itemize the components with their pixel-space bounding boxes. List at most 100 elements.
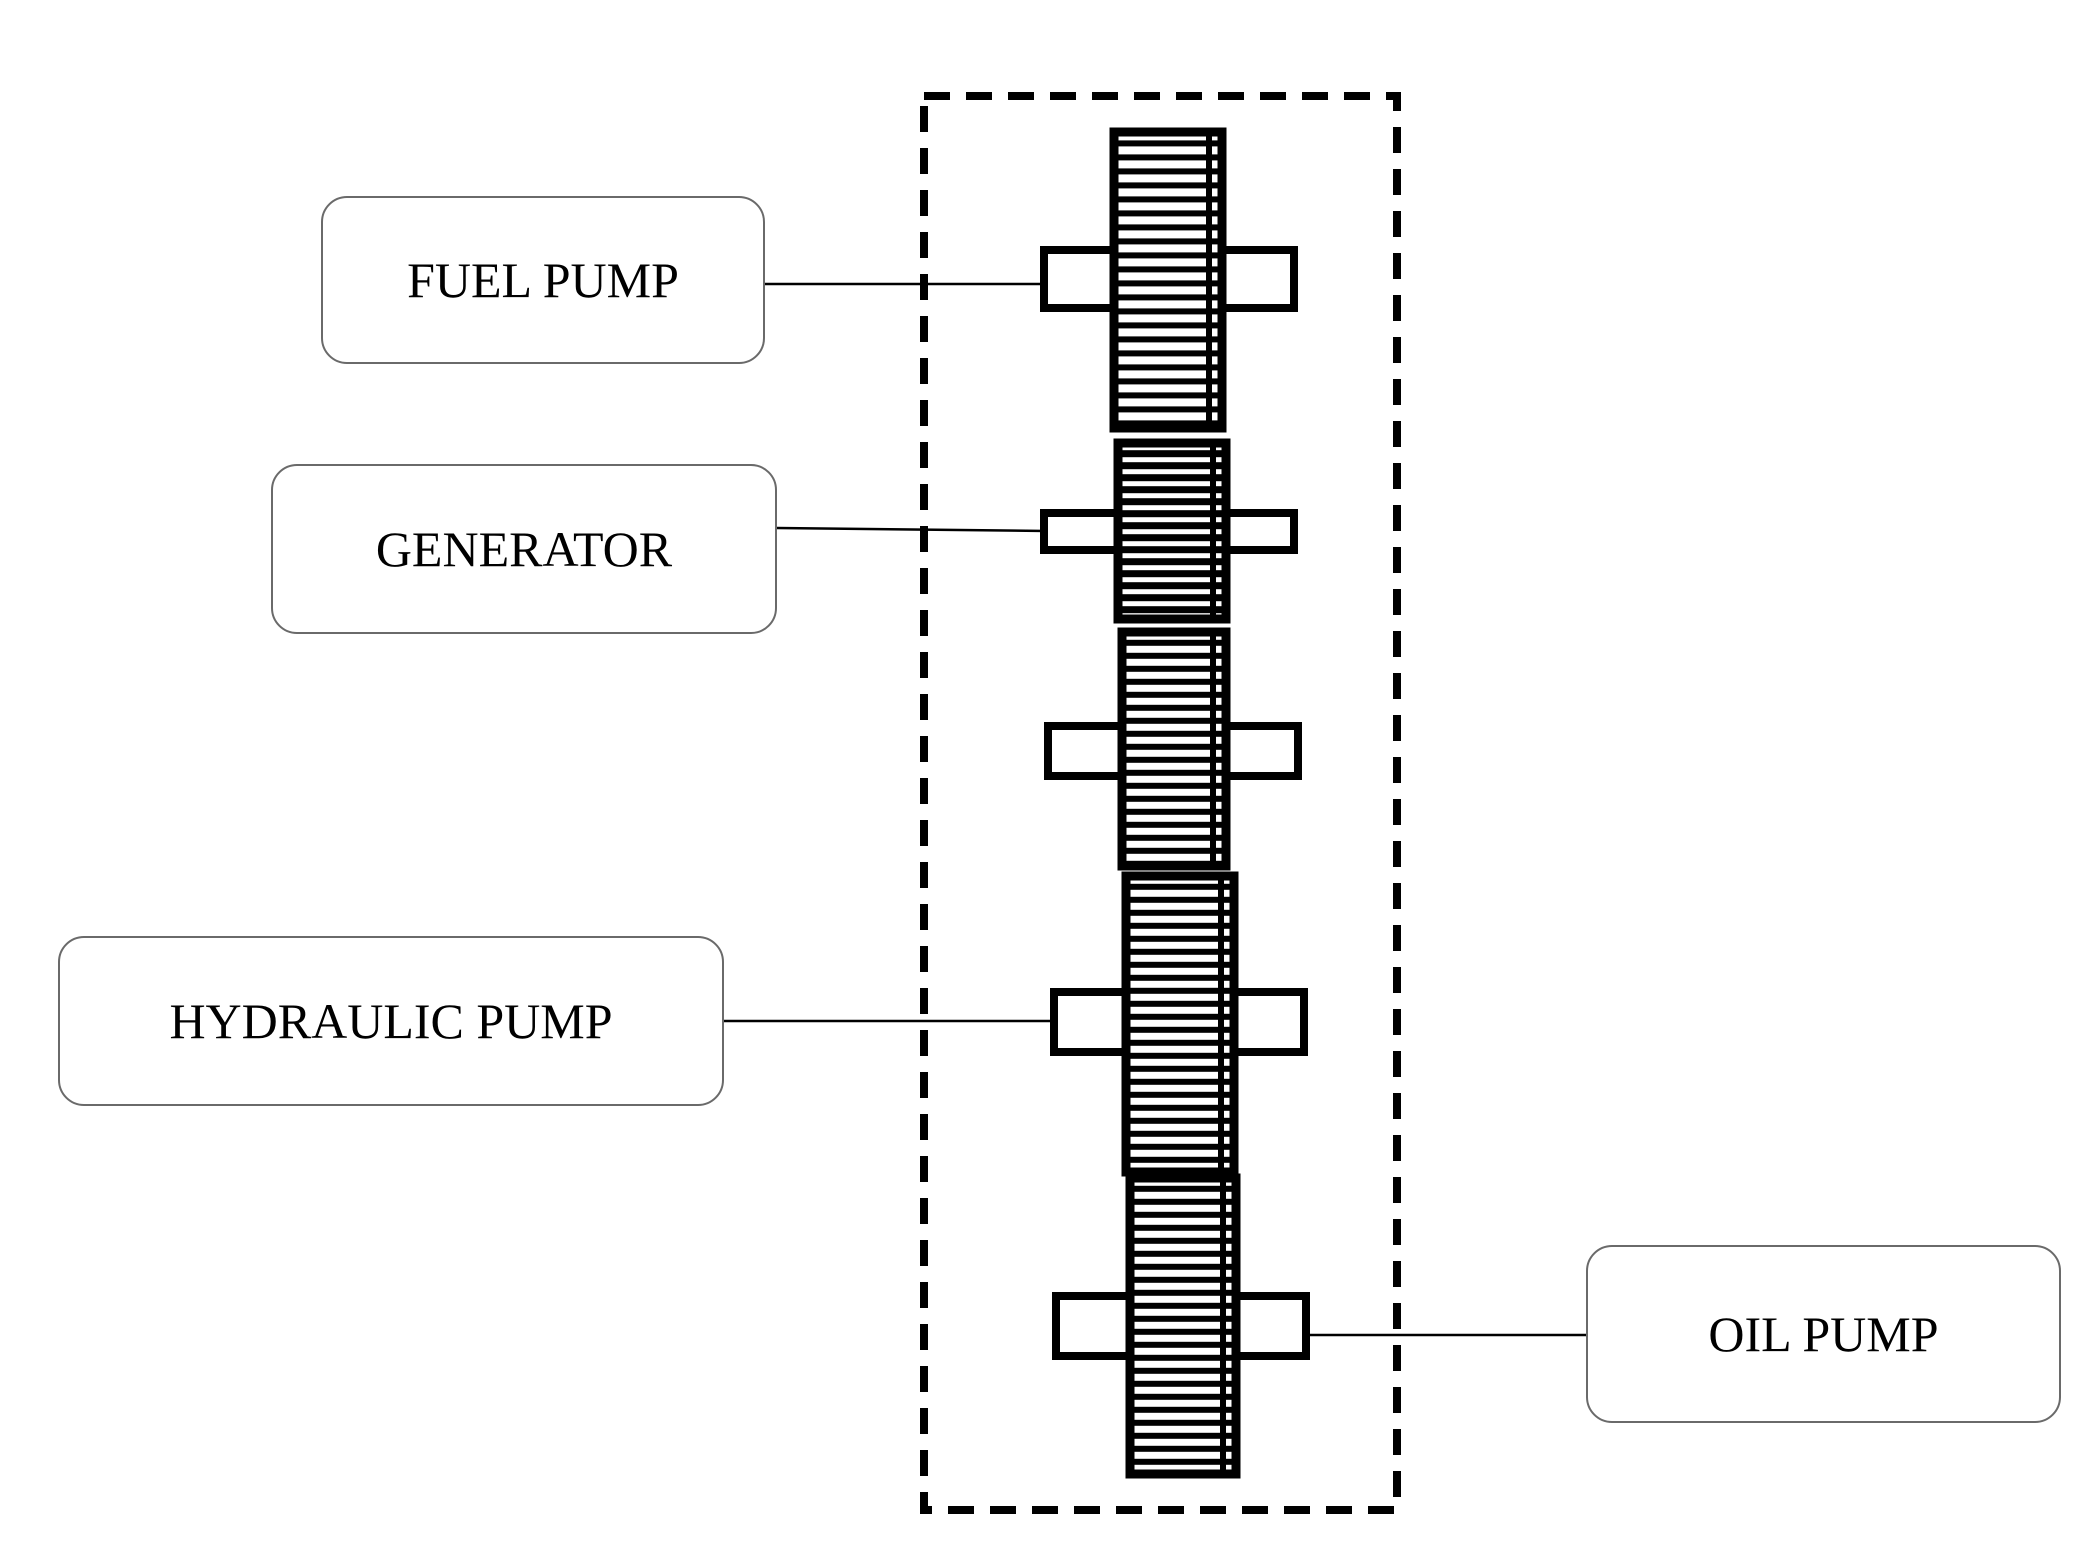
gear-2-tooth xyxy=(1122,582,1222,590)
gear-5-tooth xyxy=(1134,1263,1232,1270)
gear-2-tooth xyxy=(1122,462,1222,470)
gear-5-tooth xyxy=(1134,1315,1232,1322)
gear-5-tooth xyxy=(1134,1237,1232,1244)
gear-2 xyxy=(1113,438,1231,624)
gear-4-tooth xyxy=(1130,974,1230,981)
gear-2-tooth xyxy=(1122,474,1222,482)
gear-4-spine xyxy=(1218,876,1224,1172)
gear-2-tooth xyxy=(1122,510,1222,518)
gear-4-tooth xyxy=(1130,909,1230,916)
gear-5-tooth xyxy=(1134,1458,1232,1465)
gear-1-tooth xyxy=(1118,420,1218,427)
gear-3-tooth xyxy=(1126,756,1222,763)
gear-4-tooth xyxy=(1130,1065,1230,1072)
gear-3-tooth xyxy=(1126,652,1222,659)
gear-3-tooth xyxy=(1126,665,1222,672)
gear-1-tooth xyxy=(1118,364,1218,371)
gear-5-tooth xyxy=(1134,1185,1232,1192)
gear-3-tooth xyxy=(1126,847,1222,854)
gear-1-tooth xyxy=(1118,350,1218,357)
gear-1-tooth xyxy=(1118,154,1218,161)
gear-4-tooth xyxy=(1130,961,1230,968)
oil-pump-box: OIL PUMP xyxy=(1586,1245,2061,1423)
gear-2-tooth xyxy=(1122,606,1222,614)
gear-3-tooth xyxy=(1126,691,1222,698)
gear-2-body xyxy=(1113,438,1231,624)
gear-4-tooth xyxy=(1130,1156,1230,1163)
gear-2-tooth xyxy=(1122,486,1222,494)
gear-4-tooth xyxy=(1130,987,1230,994)
gear-5-tooth xyxy=(1134,1250,1232,1257)
gear-2-tooth xyxy=(1122,558,1222,566)
gear-5-tooth xyxy=(1134,1393,1232,1400)
gear-3-tooth xyxy=(1126,795,1222,802)
gear-2-tooth xyxy=(1122,546,1222,554)
connector-generator xyxy=(776,526,1047,533)
gear-1-tooth xyxy=(1118,308,1218,315)
gear-5-tooth xyxy=(1134,1289,1232,1296)
gear-4-tooth xyxy=(1130,1013,1230,1020)
gear-4-tooth xyxy=(1130,1078,1230,1085)
gear-5-tooth xyxy=(1134,1367,1232,1374)
gear-4-tooth xyxy=(1130,1117,1230,1124)
gear-1-tooth xyxy=(1118,196,1218,203)
gear-1-tooth xyxy=(1118,182,1218,189)
gear-2-tooth xyxy=(1122,570,1222,578)
gear-1-tooth xyxy=(1118,140,1218,147)
gear-stack xyxy=(1109,127,1241,1479)
oil-pump-label: OIL PUMP xyxy=(1708,1306,1939,1362)
gear-1-spine xyxy=(1206,132,1212,428)
gear-3-tooth xyxy=(1126,782,1222,789)
gearbox-housing xyxy=(920,92,1401,1514)
gear-5-tooth xyxy=(1134,1328,1232,1335)
gear-1-tooth xyxy=(1118,238,1218,245)
gear-2-tooth xyxy=(1122,594,1222,602)
gear-4-tooth xyxy=(1130,1091,1230,1098)
gear-1-tooth xyxy=(1118,224,1218,231)
gear-5-tooth xyxy=(1134,1276,1232,1283)
gear-5-tooth xyxy=(1134,1198,1232,1205)
gear-3-tooth xyxy=(1126,717,1222,724)
gear-4-tooth xyxy=(1130,883,1230,890)
gear-4-body xyxy=(1121,871,1239,1177)
generator-label: GENERATOR xyxy=(375,521,673,577)
gear-3-tooth xyxy=(1126,769,1222,776)
gear-1-tooth xyxy=(1118,322,1218,329)
gear-2-tooth xyxy=(1122,534,1222,542)
gear-5-tooth xyxy=(1134,1419,1232,1426)
gear-3-tooth xyxy=(1126,704,1222,711)
gear-5-tooth xyxy=(1134,1432,1232,1439)
gear-5-tooth xyxy=(1134,1211,1232,1218)
gear-4 xyxy=(1121,871,1239,1177)
gear-4-tooth xyxy=(1130,948,1230,955)
gear-1-tooth xyxy=(1118,294,1218,301)
gear-2-tooth xyxy=(1122,450,1222,458)
hydraulic-pump-box: HYDRAULIC PUMP xyxy=(58,936,724,1106)
gear-1-tooth xyxy=(1118,210,1218,217)
gear-3 xyxy=(1117,627,1231,871)
gear-5-tooth xyxy=(1134,1354,1232,1361)
gear-5-tooth xyxy=(1134,1302,1232,1309)
gear-4-tooth xyxy=(1130,1143,1230,1150)
gear-3-tooth xyxy=(1126,730,1222,737)
gear-3-spine xyxy=(1210,632,1216,866)
gear-3-tooth xyxy=(1126,678,1222,685)
gear-1-tooth xyxy=(1118,406,1218,413)
gear-5-tooth xyxy=(1134,1445,1232,1452)
gear-4-tooth xyxy=(1130,1026,1230,1033)
gear-1-tooth xyxy=(1118,280,1218,287)
gear-5-tooth xyxy=(1134,1341,1232,1348)
gear-4-tooth xyxy=(1130,935,1230,942)
gear-3-tooth xyxy=(1126,808,1222,815)
gear-3-tooth xyxy=(1126,834,1222,841)
gear-4-tooth xyxy=(1130,922,1230,929)
gear-5-tooth xyxy=(1134,1224,1232,1231)
gear-2-tooth xyxy=(1122,498,1222,506)
gear-3-tooth xyxy=(1126,860,1222,867)
gear-5-tooth xyxy=(1134,1406,1232,1413)
gear-3-tooth xyxy=(1126,821,1222,828)
gear-4-tooth xyxy=(1130,1104,1230,1111)
gear-2-spine xyxy=(1210,443,1216,619)
hydraulic-pump-label: HYDRAULIC PUMP xyxy=(169,993,613,1049)
